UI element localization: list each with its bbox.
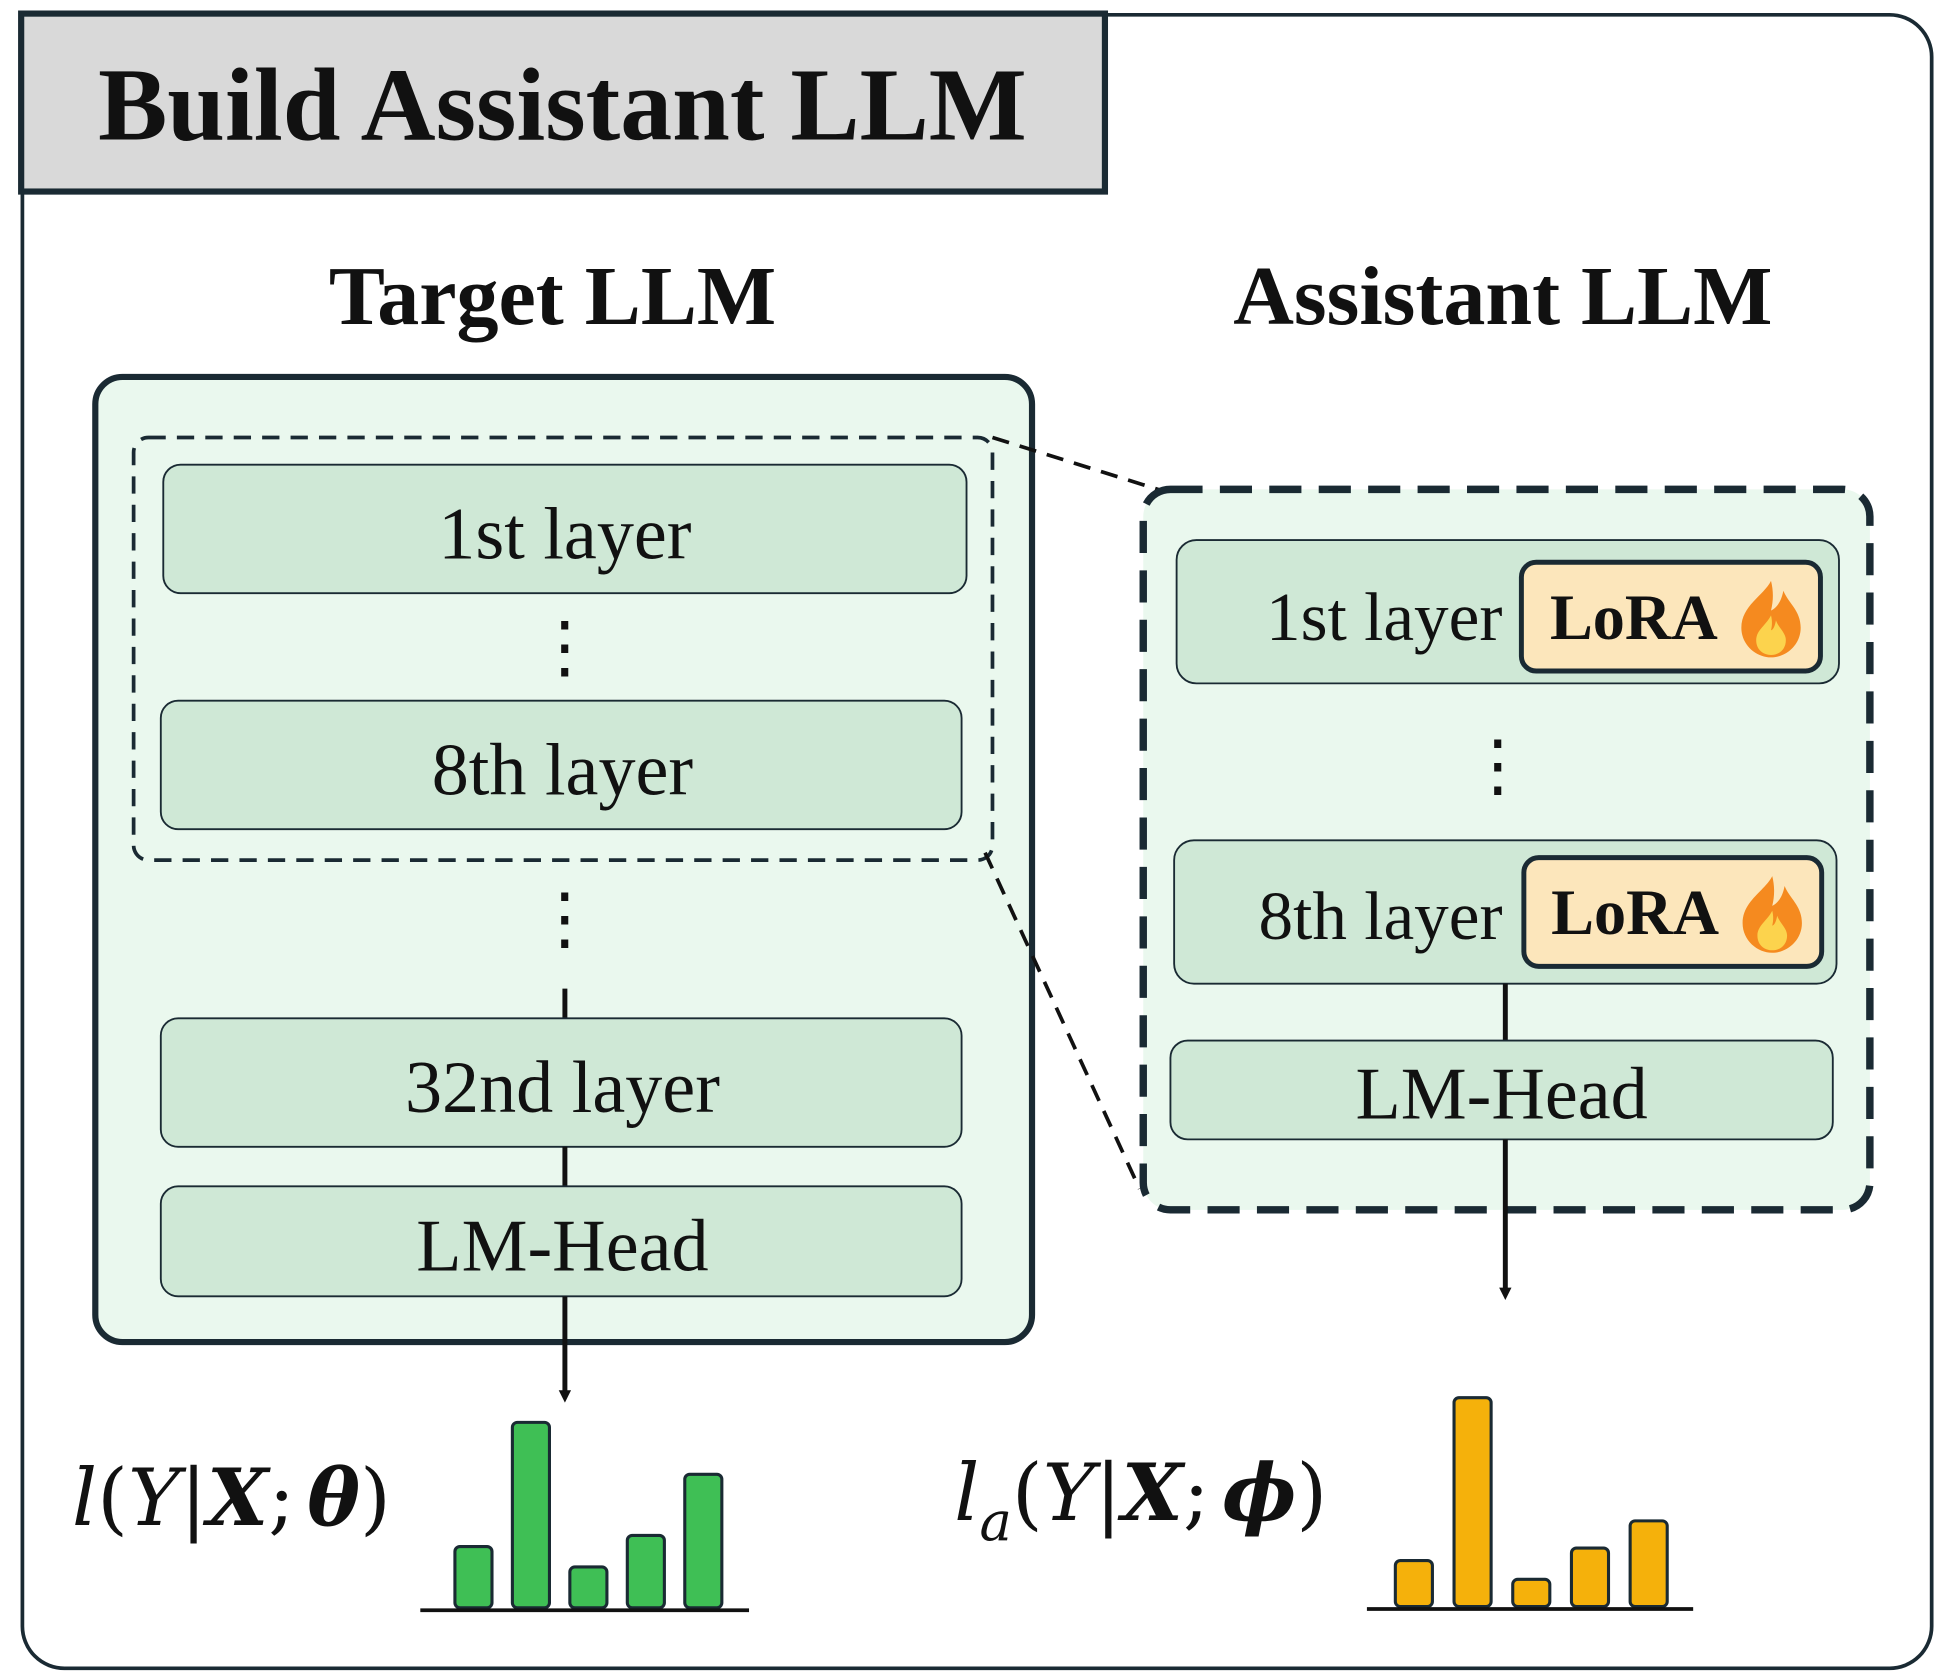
target-distribution-bar-3 bbox=[568, 1565, 609, 1610]
formula-open-paren: ( bbox=[97, 1452, 128, 1544]
formula-close-paren: ) bbox=[360, 1452, 391, 1544]
target-distribution-bar-2 bbox=[510, 1420, 551, 1610]
assistant-distribution-bar-2 bbox=[1452, 1396, 1493, 1609]
formula-phi: ϕ bbox=[1222, 1446, 1296, 1539]
formula-fn: l bbox=[954, 1447, 979, 1539]
assistant-distribution-bar-3 bbox=[1511, 1577, 1552, 1609]
formula-open-paren: ( bbox=[1012, 1447, 1043, 1539]
target-distribution-bar-4 bbox=[625, 1533, 666, 1610]
assistant-layer-1-label: 1st layer bbox=[1266, 578, 1502, 655]
title-box bbox=[18, 10, 1109, 195]
zoom-connector-top bbox=[991, 435, 1163, 493]
zoom-connector-bottom bbox=[983, 851, 1142, 1190]
target-lm-head bbox=[159, 1185, 963, 1298]
formula-y: Y bbox=[1043, 1447, 1102, 1539]
target-distribution bbox=[453, 1420, 724, 1610]
formula-semicolon: ; bbox=[268, 1452, 295, 1544]
target-layer-1-label: 1st layer bbox=[438, 494, 691, 576]
panel-title: Build Assistant LLM bbox=[98, 49, 1027, 163]
target-layer-8 bbox=[159, 699, 963, 831]
assistant-distribution-bar-4 bbox=[1569, 1546, 1611, 1609]
target-distribution-bar-5 bbox=[683, 1472, 724, 1610]
lora-badge-1-label: LoRA bbox=[1550, 582, 1718, 653]
formula-bar: | bbox=[1095, 1447, 1122, 1539]
formula-fn: l bbox=[72, 1452, 97, 1544]
target-selection-dashed bbox=[131, 435, 995, 862]
assistant-distribution bbox=[1393, 1396, 1669, 1609]
assistant-heading: Assistant LLM bbox=[1233, 250, 1772, 343]
assistant-ellipsis: ⋮ bbox=[1463, 726, 1532, 803]
assistant-formula: la(Y|X;ϕ) bbox=[954, 1446, 1327, 1553]
assistant-lm-head-label: LM-Head bbox=[1355, 1053, 1647, 1135]
formula-bar: | bbox=[180, 1452, 207, 1544]
lora-badge-8 bbox=[1521, 855, 1825, 969]
formula-close-paren: ) bbox=[1296, 1447, 1327, 1539]
assistant-distribution-bar-5 bbox=[1628, 1519, 1669, 1609]
formula-semicolon: ; bbox=[1183, 1447, 1210, 1539]
target-heading: Target LLM bbox=[329, 250, 776, 343]
target-distribution-bar-1 bbox=[453, 1545, 494, 1610]
lora-badge-1 bbox=[1518, 559, 1823, 674]
target-ellipsis-1: ⋮ bbox=[530, 608, 599, 685]
formula-x: X bbox=[1117, 1446, 1186, 1539]
target-layer-8-label: 8th layer bbox=[432, 730, 694, 812]
target-layer-1 bbox=[162, 463, 968, 595]
fire-icon bbox=[1742, 876, 1802, 953]
target-ellipsis-2: ⋮ bbox=[530, 880, 599, 957]
formula-subscript: a bbox=[979, 1490, 1011, 1553]
fire-icon bbox=[1741, 580, 1801, 658]
target-lm-head-label: LM-Head bbox=[416, 1205, 708, 1287]
target-formula: l(Y|X;θ) bbox=[72, 1451, 391, 1544]
formula-x: X bbox=[202, 1451, 271, 1544]
target-layer-32-label: 32nd layer bbox=[405, 1047, 720, 1129]
target-layer-32 bbox=[159, 1017, 963, 1148]
assistant-lm-head bbox=[1169, 1039, 1834, 1141]
formula-theta: θ bbox=[307, 1451, 360, 1544]
formula-y: Y bbox=[128, 1452, 187, 1544]
assistant-distribution-bar-1 bbox=[1393, 1559, 1434, 1609]
lora-badge-8-label: LoRA bbox=[1551, 877, 1719, 948]
assistant-layer-8-label: 8th layer bbox=[1259, 877, 1503, 954]
